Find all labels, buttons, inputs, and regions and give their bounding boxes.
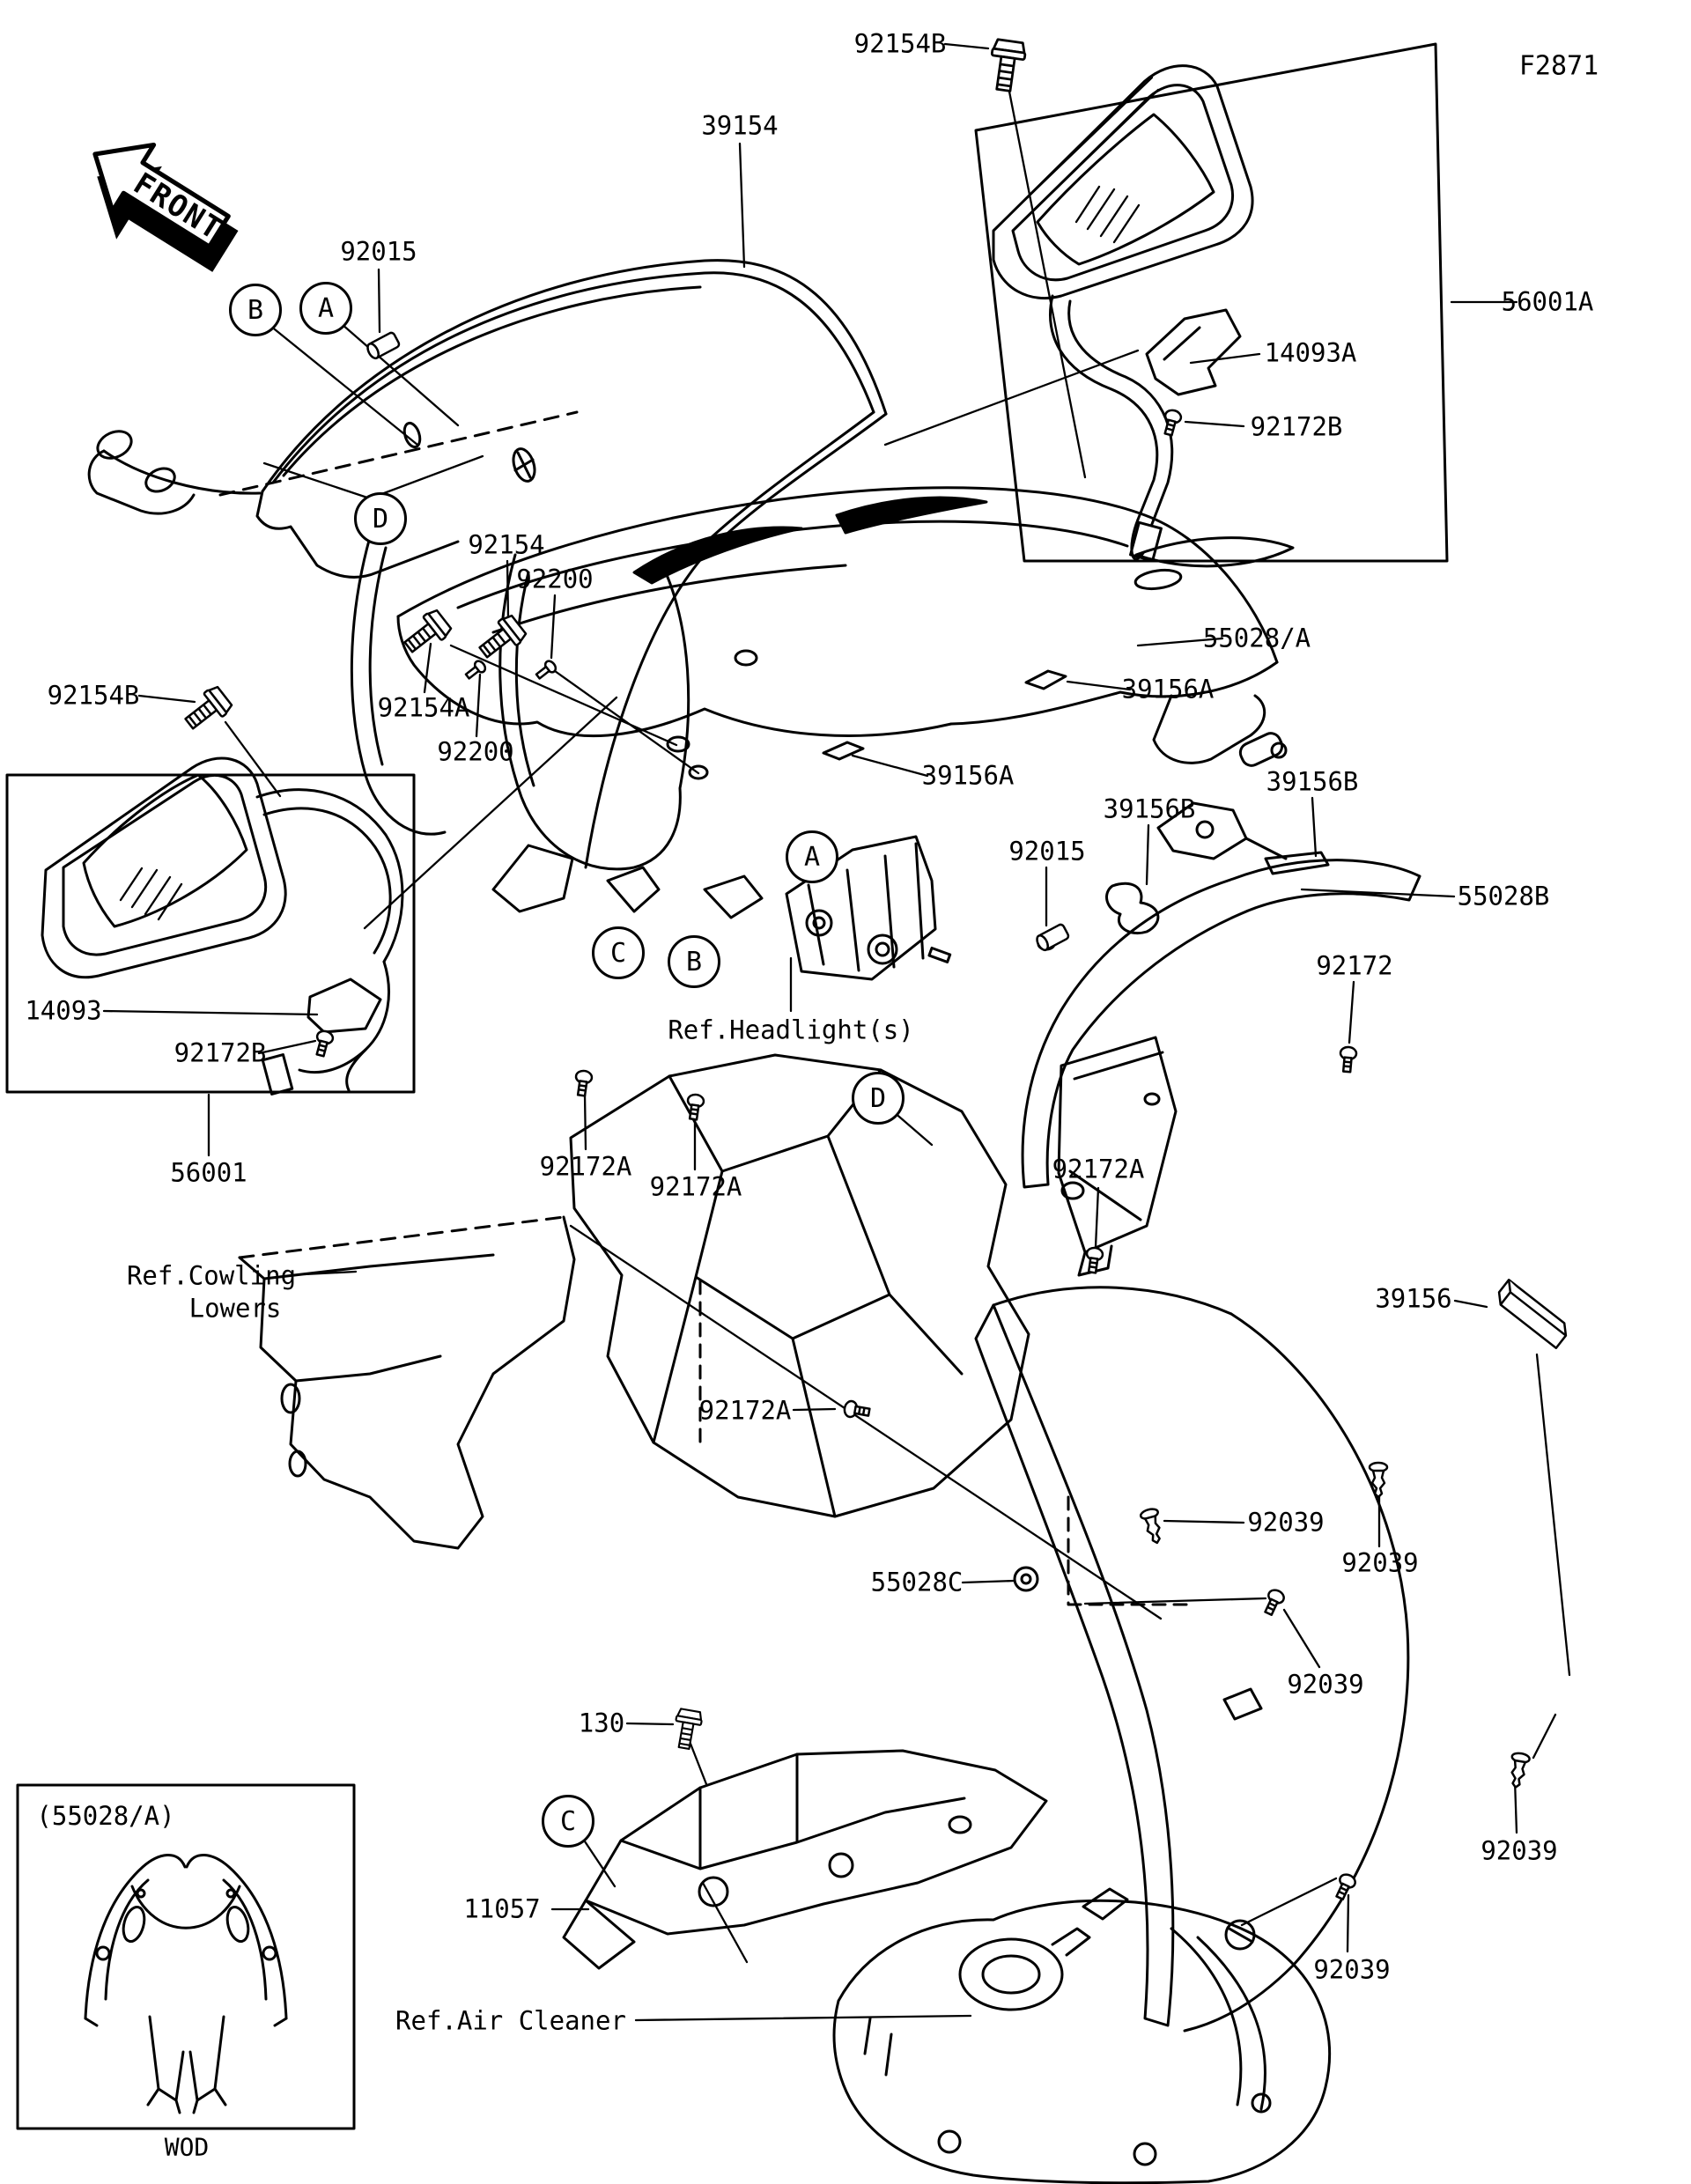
bolt-92154b-left bbox=[179, 682, 235, 737]
part-label: Ref.Headlight(s) bbox=[668, 1015, 914, 1045]
part-label: Ref.Cowling bbox=[126, 1260, 297, 1291]
inset-title: (55028/A) bbox=[36, 1801, 175, 1831]
left-mirror-box bbox=[5, 756, 416, 1096]
screw-92172b-left bbox=[311, 1028, 336, 1059]
clip-92039-4 bbox=[1505, 1751, 1532, 1790]
part-label: 55028/A bbox=[1202, 623, 1311, 653]
callout-circle-C: C bbox=[542, 1795, 594, 1848]
part-label: 92172A bbox=[698, 1395, 792, 1426]
bolt-92154a bbox=[398, 606, 454, 660]
clip-92039-2 bbox=[1368, 1461, 1389, 1499]
part-label: 39156 bbox=[1375, 1283, 1452, 1314]
callout-circle-D: D bbox=[354, 492, 407, 545]
callout-circle-A: A bbox=[299, 282, 352, 335]
part-label: 92200 bbox=[437, 736, 514, 767]
part-label: 92154B bbox=[853, 28, 947, 59]
part-label: 11057 bbox=[463, 1893, 541, 1924]
part-label: 39156B bbox=[1103, 793, 1196, 824]
part-label: 92039 bbox=[1287, 1669, 1364, 1700]
part-label: 92172B bbox=[1250, 411, 1343, 442]
part-label: 92039 bbox=[1481, 1835, 1558, 1866]
bracket-11057 bbox=[562, 1749, 1048, 1970]
meter-cover-panel bbox=[350, 535, 764, 919]
pin-92200-a bbox=[533, 658, 559, 682]
right-mirror-box bbox=[974, 42, 1449, 563]
pin-92200-b bbox=[462, 658, 489, 682]
part-label: 39154 bbox=[701, 110, 779, 141]
screw-92172 bbox=[1337, 1044, 1358, 1074]
part-label: Ref.Air Cleaner bbox=[395, 2005, 626, 2036]
bolt-130 bbox=[670, 1707, 705, 1752]
grommet-92015-top bbox=[364, 330, 402, 362]
callout-circle-B: B bbox=[668, 935, 720, 988]
screw-92172a-1 bbox=[572, 1068, 594, 1098]
right-inner-cowl-55028B bbox=[1021, 801, 1421, 1277]
clip-92039-1 bbox=[1138, 1506, 1167, 1546]
part-label: 55028B bbox=[1457, 881, 1550, 911]
front-arrow: FRONT bbox=[92, 142, 239, 272]
part-label: 92015 bbox=[1008, 836, 1086, 867]
callout-circle-C: C bbox=[592, 926, 645, 979]
part-label: 92200 bbox=[516, 564, 594, 594]
inset-footer: WOD bbox=[164, 2132, 210, 2162]
part-label: 39156B bbox=[1266, 766, 1359, 797]
callout-circle-A: A bbox=[786, 830, 838, 883]
part-label: 92172 bbox=[1316, 950, 1393, 981]
pad-39156 bbox=[1492, 1279, 1573, 1349]
windshield-39154 bbox=[87, 259, 888, 869]
part-label: 39156A bbox=[921, 760, 1015, 791]
cowling-lowers bbox=[238, 1215, 576, 1550]
callout-circle-D: D bbox=[852, 1072, 905, 1125]
part-label: 92154B bbox=[47, 680, 140, 711]
headlight bbox=[785, 835, 952, 981]
part-label: 56001A bbox=[1501, 286, 1594, 317]
callout-circle-B: B bbox=[229, 284, 282, 336]
bolt-92154b-top bbox=[986, 37, 1029, 94]
center-cowl-assembly bbox=[569, 1053, 1195, 1620]
air-cleaner bbox=[832, 1887, 1332, 2184]
part-label: 92172A bbox=[649, 1171, 742, 1202]
part-label: 92172B bbox=[174, 1037, 267, 1068]
part-label: 92015 bbox=[340, 236, 417, 267]
screw-92172a-2 bbox=[683, 1092, 706, 1122]
side-cowl-55028C bbox=[974, 1286, 1410, 2033]
inset-box bbox=[16, 1783, 356, 2130]
part-label: 92039 bbox=[1247, 1507, 1325, 1538]
grommet-92015-mid bbox=[1033, 922, 1071, 954]
upper-cowl-55028A bbox=[396, 486, 1295, 780]
part-label: 92172A bbox=[539, 1151, 632, 1182]
part-label: 39156A bbox=[1121, 674, 1215, 705]
part-label: 92039 bbox=[1341, 1547, 1419, 1578]
part-label: 92154 bbox=[468, 529, 545, 560]
part-label: 14093 bbox=[25, 995, 102, 1026]
part-label: 14093A bbox=[1264, 337, 1357, 368]
part-label: 92154A bbox=[377, 692, 470, 723]
figure-code: F2871 bbox=[1518, 50, 1599, 82]
part-label: 55028C bbox=[870, 1567, 964, 1597]
part-label: Lowers bbox=[188, 1293, 282, 1324]
part-label: 130 bbox=[578, 1708, 625, 1738]
screw-92039-3 bbox=[1259, 1586, 1288, 1619]
part-label: 92039 bbox=[1313, 1954, 1391, 1985]
part-label: 56001 bbox=[170, 1157, 247, 1188]
part-label: 92172A bbox=[1052, 1154, 1145, 1184]
